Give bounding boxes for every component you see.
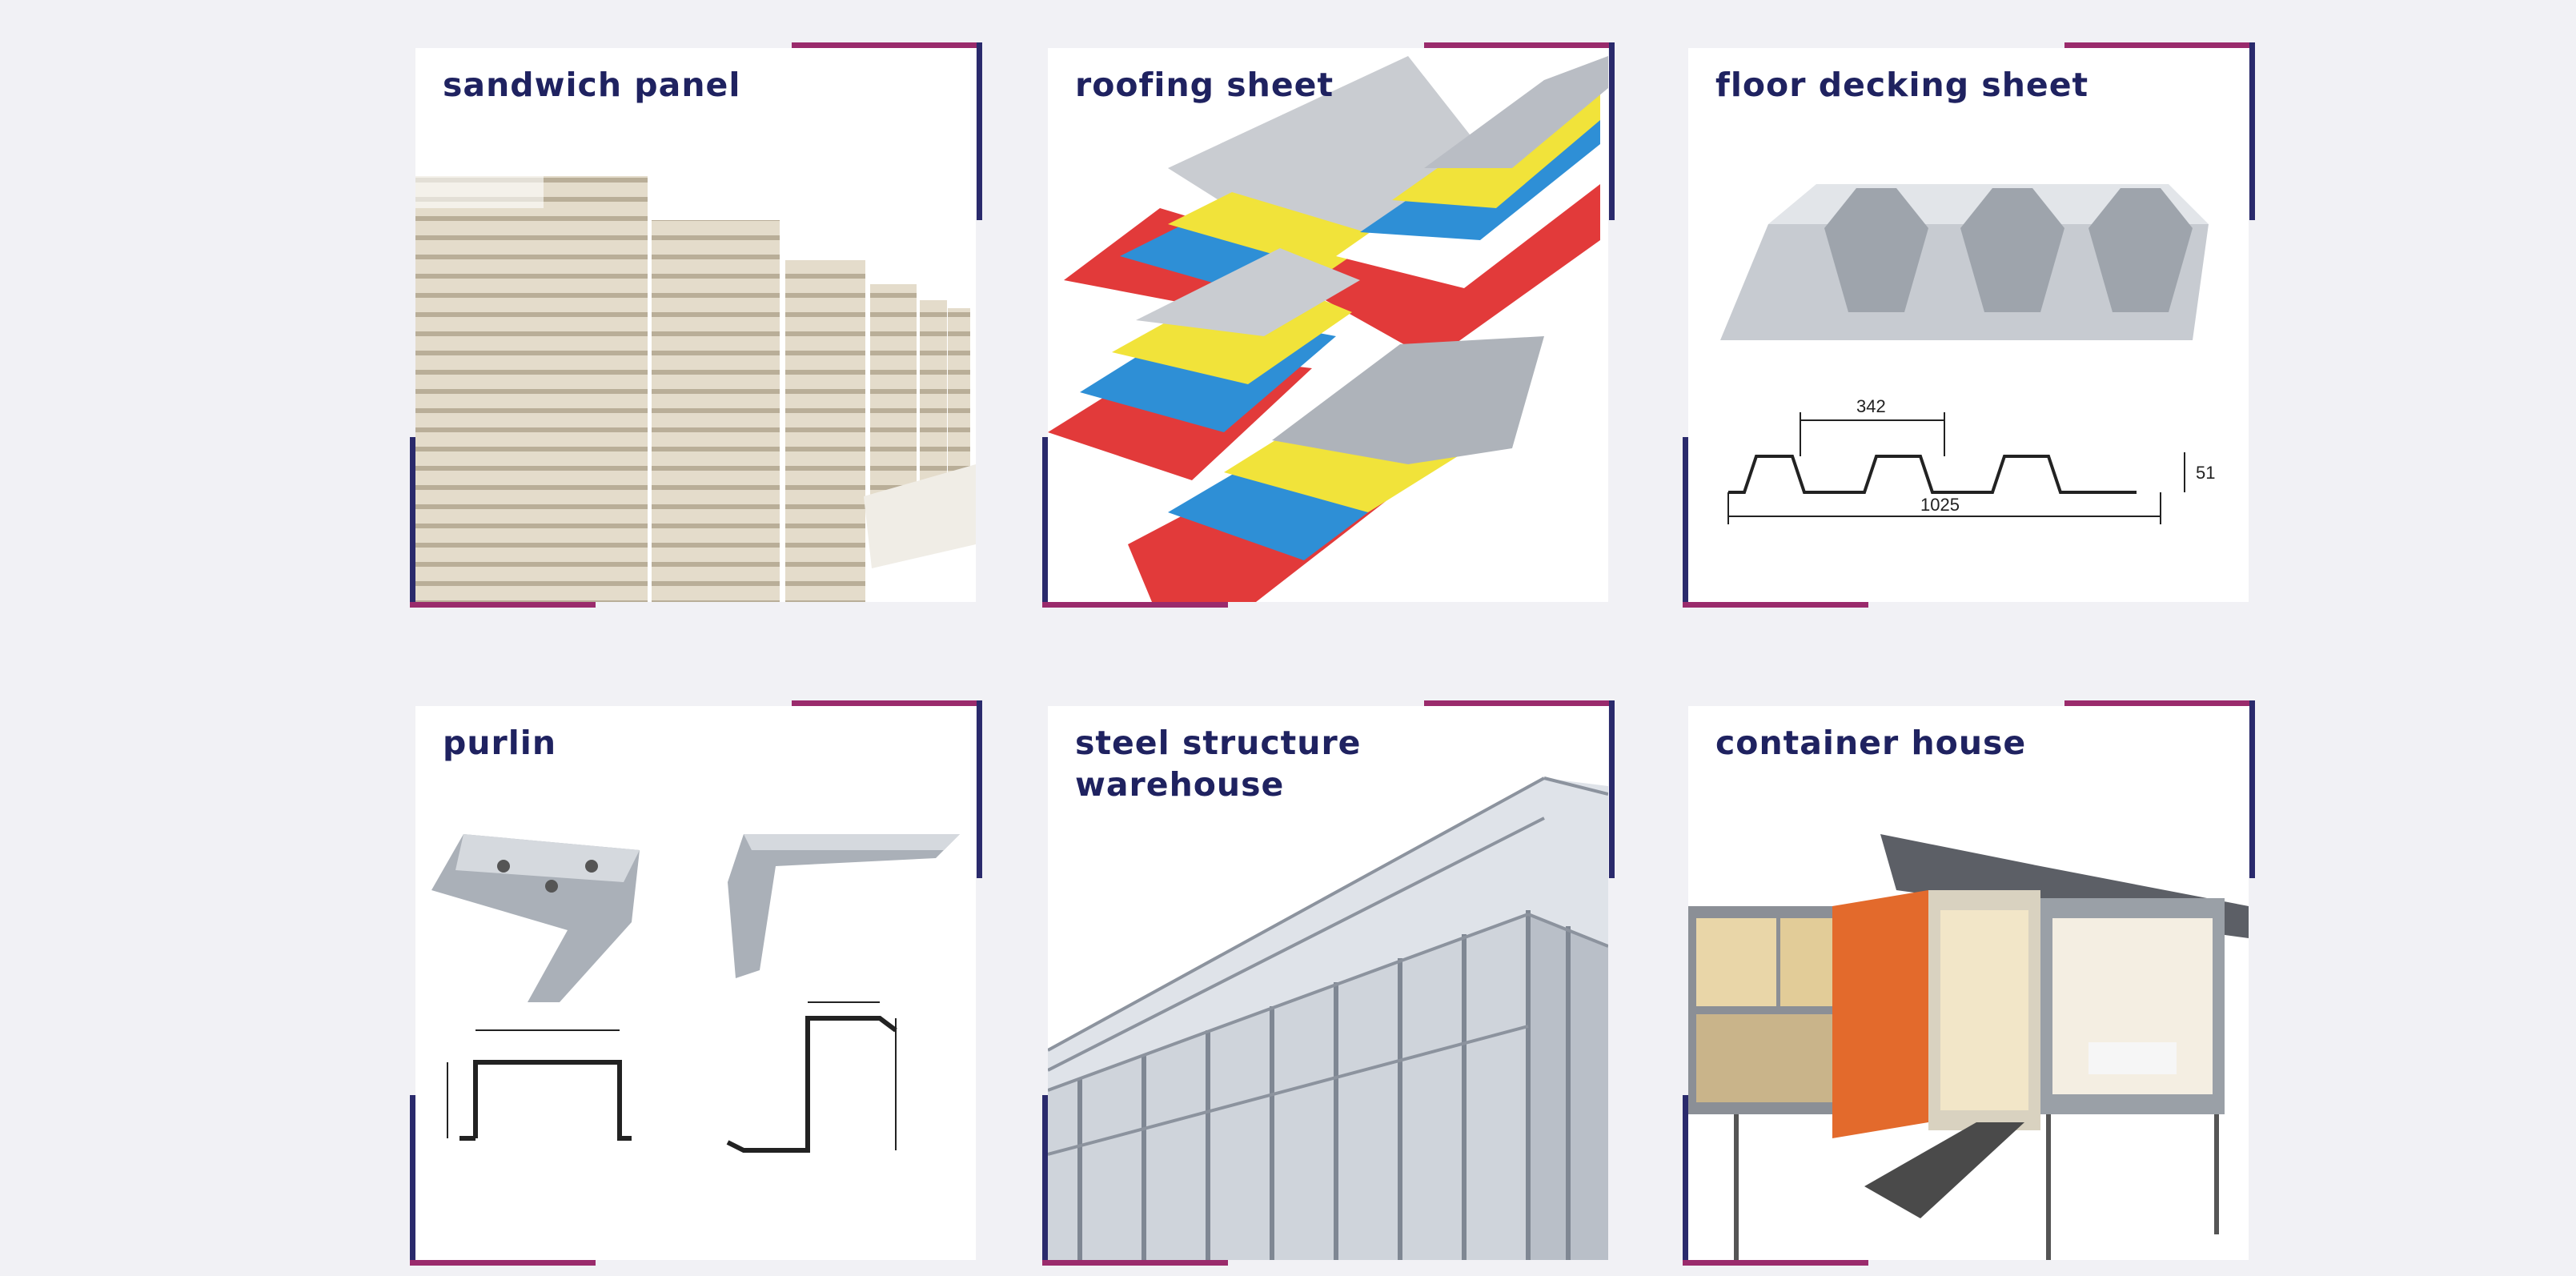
accent-bar <box>410 437 415 608</box>
accent-bar <box>1683 602 1868 608</box>
accent-bar <box>1042 437 1048 608</box>
accent-bar <box>1609 42 1615 220</box>
accent-bar <box>1424 42 1615 48</box>
purlin-image <box>415 706 976 1260</box>
accent-bar <box>1042 1095 1048 1266</box>
product-title: container house <box>1715 724 2027 762</box>
container-house-image <box>1688 706 2249 1260</box>
accent-bar <box>410 1260 596 1266</box>
steel-warehouse-image <box>1048 706 1608 1260</box>
width-dimension: 1025 <box>1920 495 1960 515</box>
accent-bar <box>1683 1095 1688 1266</box>
accent-bar <box>410 1095 415 1266</box>
product-card-purlin[interactable]: purlin <box>410 700 982 1266</box>
floor-decking-image: 342 1025 51 <box>1688 48 2249 602</box>
sandwich-panel-image <box>415 48 976 602</box>
product-card-floor-decking-sheet[interactable]: 342 1025 51 floor decking sheet <box>1683 42 2255 608</box>
height-dimension: 51 <box>2196 463 2215 483</box>
accent-bar <box>1042 602 1228 608</box>
accent-bar <box>2249 700 2255 878</box>
product-title: roofing sheet <box>1075 66 1334 104</box>
accent-bar <box>410 602 596 608</box>
accent-bar <box>2064 42 2255 48</box>
accent-bar <box>2064 700 2255 706</box>
accent-bar <box>792 700 982 706</box>
pitch-dimension: 342 <box>1856 396 1886 416</box>
product-title: steel structure warehouse <box>1075 724 1362 804</box>
product-title: floor decking sheet <box>1715 66 2089 104</box>
accent-bar <box>1042 1260 1228 1266</box>
accent-bar <box>792 42 982 48</box>
product-title: sandwich panel <box>443 66 741 104</box>
accent-bar <box>1609 700 1615 878</box>
accent-bar <box>977 700 982 878</box>
accent-bar <box>977 42 982 220</box>
product-card-container-house[interactable]: container house <box>1683 700 2255 1266</box>
accent-bar <box>1424 700 1615 706</box>
product-title: purlin <box>443 724 557 762</box>
product-card-roofing-sheet[interactable]: roofing sheet <box>1042 42 1615 608</box>
product-card-steel-structure-warehouse[interactable]: steel structure warehouse <box>1042 700 1615 1266</box>
accent-bar <box>1683 1260 1868 1266</box>
product-card-sandwich-panel[interactable]: sandwich panel <box>410 42 982 608</box>
roofing-sheet-image <box>1048 48 1608 602</box>
accent-bar <box>2249 42 2255 220</box>
accent-bar <box>1683 437 1688 608</box>
